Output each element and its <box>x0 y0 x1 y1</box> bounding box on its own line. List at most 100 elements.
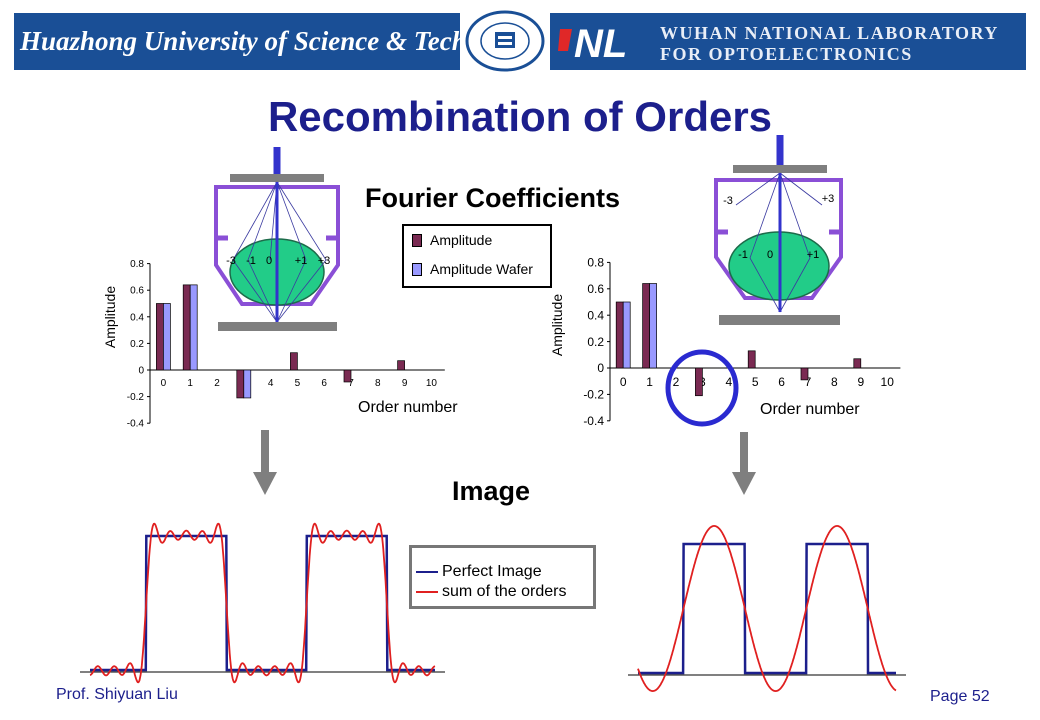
bar-chart-left: 0.80.60.40.20-0.2-0.4012345678910Order n… <box>102 259 458 430</box>
legend-line <box>416 571 438 573</box>
x-tick-label: 4 <box>268 378 274 389</box>
sum-of-orders-line <box>637 524 897 693</box>
bar <box>343 369 352 383</box>
highlight-circle <box>665 349 739 427</box>
bar <box>695 367 703 397</box>
bar <box>290 352 298 371</box>
y-tick-label: 0.4 <box>587 308 604 322</box>
y-tick-label: 0.6 <box>130 286 144 297</box>
y-tick-label: 0.8 <box>587 256 604 270</box>
bar <box>747 350 756 369</box>
slide-title: Recombination of Orders <box>267 93 773 140</box>
x-tick-label: 9 <box>402 378 408 389</box>
order-label: 0 <box>767 249 773 261</box>
y-tick-label: 0 <box>597 361 604 375</box>
y-axis-label: Amplitude <box>549 294 565 356</box>
y-tick-label: 0.2 <box>587 335 604 349</box>
x-tick-label: 10 <box>426 378 438 389</box>
bar <box>642 283 650 369</box>
order-label: +1 <box>295 255 308 267</box>
order-labels-left: -3 -1 0 +1 +3 <box>226 255 330 267</box>
y-tick-label: 0 <box>138 366 144 377</box>
amplitude-legend: Amplitude Amplitude Wafer <box>402 224 552 288</box>
y-tick-label: 0.8 <box>130 259 144 270</box>
y-tick-label: -0.4 <box>127 419 145 430</box>
x-tick-label: 1 <box>646 375 653 389</box>
legend-item-sum: sum of the orders <box>416 583 567 601</box>
page-number: Page 52 <box>930 688 990 705</box>
x-tick-label: 8 <box>375 378 381 389</box>
bar <box>189 284 198 371</box>
order-label: -1 <box>738 249 748 261</box>
svg-text:NL: NL <box>574 22 627 64</box>
legend-item-amplitude-wafer: Amplitude Wafer <box>412 261 533 277</box>
bar <box>800 367 809 381</box>
optics-diagram-right: -3 +3 -1 0 +1 <box>714 135 843 325</box>
optics-diagram-left: -3 -1 0 +1 +3 <box>214 147 340 331</box>
y-tick-label: -0.2 <box>583 388 604 402</box>
order-label: +3 <box>822 193 835 205</box>
arrow-down-left-icon <box>253 430 277 495</box>
x-tick-label: 2 <box>673 375 680 389</box>
bar <box>243 369 252 399</box>
bar <box>615 301 624 369</box>
bar <box>182 284 191 371</box>
legend-label: Perfect Image <box>442 563 542 580</box>
legend-label: sum of the orders <box>442 583 567 600</box>
x-tick-label: 6 <box>321 378 327 389</box>
legend-swatch <box>412 262 422 276</box>
university-name: Huazhong University of Science & Technol… <box>20 26 542 56</box>
x-tick-label: 1 <box>187 378 193 389</box>
university-banner: Huazhong University of Science & Technol… <box>14 13 542 70</box>
x-tick-label: 2 <box>214 378 220 389</box>
author-name: Prof. Shiyuan Liu <box>56 686 178 703</box>
legend-label: Amplitude Wafer <box>430 261 533 277</box>
x-tick-label: 5 <box>295 378 301 389</box>
legend-line <box>416 591 438 593</box>
x-tick-label: 5 <box>752 375 759 389</box>
image-plot-right <box>628 524 906 693</box>
order-label: -3 <box>226 255 236 267</box>
bar-chart-right: 0.80.60.40.20-0.2-0.4012345678910Order n… <box>549 256 901 428</box>
x-axis-label: Order number <box>358 399 458 416</box>
order-label: -3 <box>723 195 733 207</box>
image-heading: Image <box>452 476 531 506</box>
x-tick-label: 0 <box>161 378 167 389</box>
y-axis-label: Amplitude <box>102 286 118 348</box>
lab-name-line2: FOR OPTOELECTRONICS <box>660 44 913 64</box>
x-tick-label: 7 <box>348 378 354 389</box>
lab-logo: NL <box>558 22 627 64</box>
bar <box>397 360 405 371</box>
fourier-heading: Fourier Coefficients <box>365 183 621 213</box>
lab-name-line1: WUHAN NATIONAL LABORATORY <box>660 23 999 43</box>
bar <box>156 303 164 371</box>
order-label: 0 <box>266 255 272 267</box>
image-legend: Perfect Image sum of the orders <box>409 545 596 609</box>
perfect-image-line <box>638 542 896 675</box>
bar <box>649 283 657 369</box>
bar <box>622 301 631 369</box>
bar <box>236 369 245 399</box>
y-tick-label: -0.4 <box>583 414 604 428</box>
x-tick-label: 0 <box>620 375 627 389</box>
order-label: +1 <box>807 249 820 261</box>
x-tick-label: 6 <box>778 375 785 389</box>
x-tick-label: 7 <box>805 375 812 389</box>
legend-label: Amplitude <box>430 232 493 248</box>
bar <box>853 358 862 369</box>
legend-item-amplitude: Amplitude <box>412 232 492 248</box>
y-tick-label: 0.6 <box>587 282 604 296</box>
university-seal-logo <box>465 10 545 72</box>
x-tick-label: 8 <box>831 375 838 389</box>
y-tick-label: 0.4 <box>130 312 144 323</box>
y-tick-label: -0.2 <box>127 392 145 403</box>
order-labels-right: -3 +3 -1 0 +1 <box>723 193 834 261</box>
legend-item-perfect: Perfect Image <box>416 563 542 581</box>
order-label: +3 <box>318 255 331 267</box>
sum-of-orders-line <box>89 522 436 684</box>
arrow-down-right-icon <box>732 432 756 495</box>
order-label: -1 <box>246 255 256 267</box>
legend-swatch <box>412 233 422 247</box>
x-tick-label: 4 <box>725 375 732 389</box>
